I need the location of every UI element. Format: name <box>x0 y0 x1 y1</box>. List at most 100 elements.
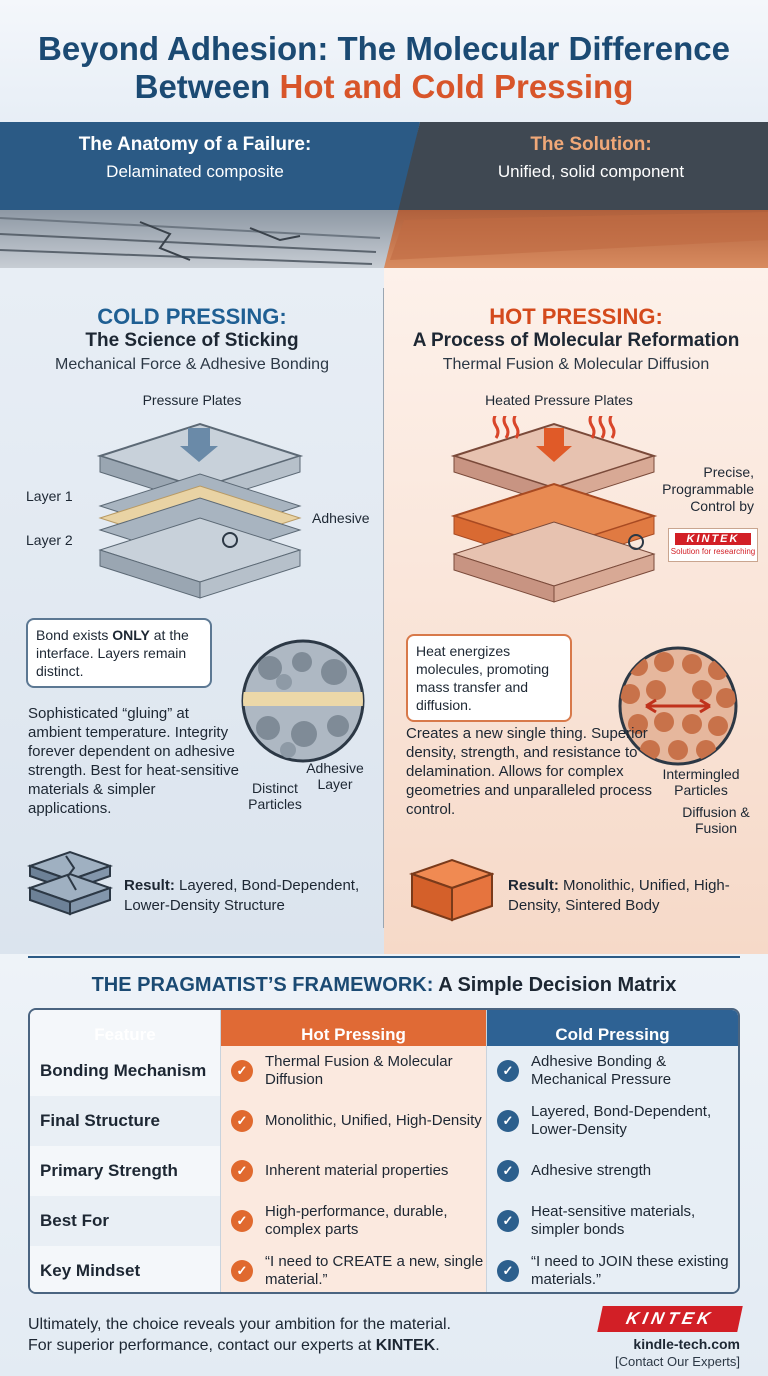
hot-pressing-panel: HOT PRESSING: A Process of Molecular Ref… <box>384 268 768 954</box>
footer-line-2-prefix: For superior performance, contact our ex… <box>28 1337 376 1354</box>
cold-heading: COLD PRESSING: <box>97 304 287 329</box>
failure-banner: The Anatomy of a Failure: Delaminated co… <box>0 122 420 268</box>
kintek-badge-tagline: Solution for researching <box>670 547 756 556</box>
row-hot-text: High-performance, durable, complex parts <box>265 1203 448 1238</box>
check-icon: ✓ <box>497 1260 519 1282</box>
row-cold-text: Layered, Bond-Dependent, Lower-Density <box>531 1103 712 1138</box>
footer-message: Ultimately, the choice reveals your ambi… <box>28 1314 548 1356</box>
cold-callout: Bond exists ONLY at the interface. Layer… <box>26 618 212 688</box>
cold-particles-magnifier <box>241 639 365 763</box>
cold-callout-pre: Bond exists <box>36 627 113 643</box>
check-icon: ✓ <box>231 1110 253 1132</box>
row-cold-text: Heat-sensitive materials, simpler bonds <box>531 1203 696 1238</box>
table-row: Final Structure ✓ Monolithic, Unified, Hi… <box>30 1096 738 1146</box>
contact-experts-link[interactable]: [Contact Our Experts] <box>615 1354 740 1369</box>
cold-callout-post: at the interface. Layers remain distinct… <box>36 627 189 679</box>
decision-matrix-table: Feature Hot Pressing Cold Pressing Bondi… <box>28 1008 740 1294</box>
row-hot-cell: ✓ High-performance, durable, complex part… <box>220 1196 486 1246</box>
hot-result-text: Monolithic, Unified, High-Density, Sinte… <box>508 877 730 914</box>
cold-press-stack-diagram <box>96 422 304 599</box>
row-hot-text: Monolithic, Unified, High-Density <box>265 1112 482 1129</box>
check-icon: ✓ <box>497 1160 519 1182</box>
row-cold-cell: ✓ Layered, Bond-Dependent, Lower-Density <box>486 1096 738 1146</box>
row-cold-cell: ✓ Adhesive strength <box>486 1146 738 1196</box>
kintek-badge: KINTEK Solution for researching <box>668 528 758 562</box>
check-icon: ✓ <box>497 1210 519 1232</box>
cold-result-text: Layered, Bond-Dependent, Lower-Density S… <box>124 877 360 914</box>
check-icon: ✓ <box>231 1210 253 1232</box>
cold-plates-label: Pressure Plates <box>142 392 242 408</box>
failure-subtitle: Delaminated composite <box>106 162 284 181</box>
check-icon: ✓ <box>497 1110 519 1132</box>
hot-result: Result: Monolithic, Unified, High-Densit… <box>508 876 758 916</box>
monolithic-block-icon <box>408 858 494 922</box>
failure-title: The Anatomy of a Failure: <box>78 134 312 155</box>
solution-banner: The Solution: Unified, solid component <box>384 122 768 268</box>
framework-title-rest: A Simple Decision Matrix <box>433 974 677 996</box>
footer-brand: KINTEK <box>375 1337 436 1354</box>
hot-callout: Heat energizes molecules, promoting mass… <box>406 634 572 722</box>
hot-particles-magnifier <box>618 646 738 766</box>
kintek-badge-logo: KINTEK <box>675 533 751 545</box>
cold-result-label: Result: <box>124 877 175 894</box>
title-line-1: Beyond Adhesion: The Molecular Differenc… <box>38 30 730 67</box>
cold-callout-emphasis: ONLY <box>112 627 150 643</box>
row-feature: Bonding Mechanism <box>30 1046 220 1096</box>
table-row: Best For ✓ High-performance, durable, com… <box>30 1196 738 1246</box>
framework-title-bold: THE PRAGMATIST’S FRAMEWORK: <box>91 974 434 996</box>
hot-subheading: A Process of Molecular Reformation <box>412 330 740 351</box>
table-row: Key Mindset ✓ “I need to CREATE a new, si… <box>30 1246 738 1292</box>
hot-description: Creates a new single thing. Superior den… <box>406 725 652 818</box>
layered-block-icon <box>26 850 114 916</box>
check-icon: ✓ <box>231 1060 253 1082</box>
intermingled-particles-label: Intermingled Particles <box>662 766 740 798</box>
row-hot-cell: ✓ Thermal Fusion & Molecular Diffusion <box>220 1046 486 1096</box>
check-icon: ✓ <box>497 1060 519 1082</box>
hot-heading: HOT PRESSING: <box>489 304 663 329</box>
row-feature: Primary Strength <box>30 1146 220 1196</box>
title-line-2-prefix: Between <box>134 68 280 105</box>
row-cold-cell: ✓ Adhesive Bonding & Mechanical Pressure <box>486 1046 738 1096</box>
footer-line-1: Ultimately, the choice reveals your ambi… <box>28 1316 451 1333</box>
row-feature: Key Mindset <box>30 1246 220 1292</box>
layer-2-label: Layer 2 <box>26 532 73 548</box>
framework-title: THE PRAGMATIST’S FRAMEWORK: A Simple Dec… <box>0 974 768 997</box>
framework-rule <box>28 956 740 958</box>
row-hot-cell: ✓ “I need to CREATE a new, single materia… <box>220 1246 486 1292</box>
row-hot-cell: ✓ Inherent material properties <box>220 1146 486 1196</box>
adhesive-layer-label: Adhesive Layer <box>306 760 364 792</box>
check-icon: ✓ <box>231 1160 253 1182</box>
cold-subheading: The Science of Sticking <box>85 330 299 351</box>
cracked-slab-illustration <box>0 217 381 265</box>
diffusion-label: Diffusion & Fusion <box>682 804 750 836</box>
row-cold-text: Adhesive strength <box>531 1162 652 1179</box>
cold-description: Sophisticated “gluing” at ambient temper… <box>28 705 239 817</box>
title-highlight: Hot and Cold Pressing <box>279 68 634 105</box>
footer-line-2-suffix: . <box>435 1337 440 1354</box>
website-link[interactable]: kindle-tech.com <box>633 1336 740 1352</box>
solution-subtitle: Unified, solid component <box>497 162 685 181</box>
cold-result: Result: Layered, Bond-Dependent, Lower-D… <box>124 876 374 916</box>
layer-1-label: Layer 1 <box>26 488 73 504</box>
row-hot-text: Inherent material properties <box>265 1162 449 1179</box>
kintek-logo: KINTEK <box>597 1306 743 1332</box>
row-feature: Final Structure <box>30 1096 220 1146</box>
row-hot-text: “I need to CREATE a new, single material… <box>265 1253 484 1288</box>
table-row: Bonding Mechanism ✓ Thermal Fusion & Mole… <box>30 1046 738 1096</box>
hot-press-stack-diagram <box>450 416 658 603</box>
adhesive-label: Adhesive <box>312 510 370 526</box>
row-cold-cell: ✓ “I need to JOIN these existing material… <box>486 1246 738 1292</box>
check-icon: ✓ <box>231 1260 253 1282</box>
distinct-particles-label: Distinct Particles <box>248 780 302 812</box>
page-title: Beyond Adhesion: The Molecular Differenc… <box>0 0 768 122</box>
row-feature: Best For <box>30 1196 220 1246</box>
kintek-logo-text: KINTEK <box>624 1309 716 1328</box>
table-row: Primary Strength ✓ Inherent material prop… <box>30 1146 738 1196</box>
cold-pressing-panel: COLD PRESSING: The Science of Sticking M… <box>0 268 384 954</box>
row-hot-cell: ✓ Monolithic, Unified, High-Density <box>220 1096 486 1146</box>
hot-tagline: Thermal Fusion & Molecular Diffusion <box>442 356 710 373</box>
title-line-2: Between Hot and Cold Pressing <box>0 68 768 106</box>
row-cold-text: Adhesive Bonding & Mechanical Pressure <box>531 1053 672 1088</box>
row-cold-text: “I need to JOIN these existing materials… <box>531 1253 729 1288</box>
row-hot-text: Thermal Fusion & Molecular Diffusion <box>265 1053 453 1088</box>
